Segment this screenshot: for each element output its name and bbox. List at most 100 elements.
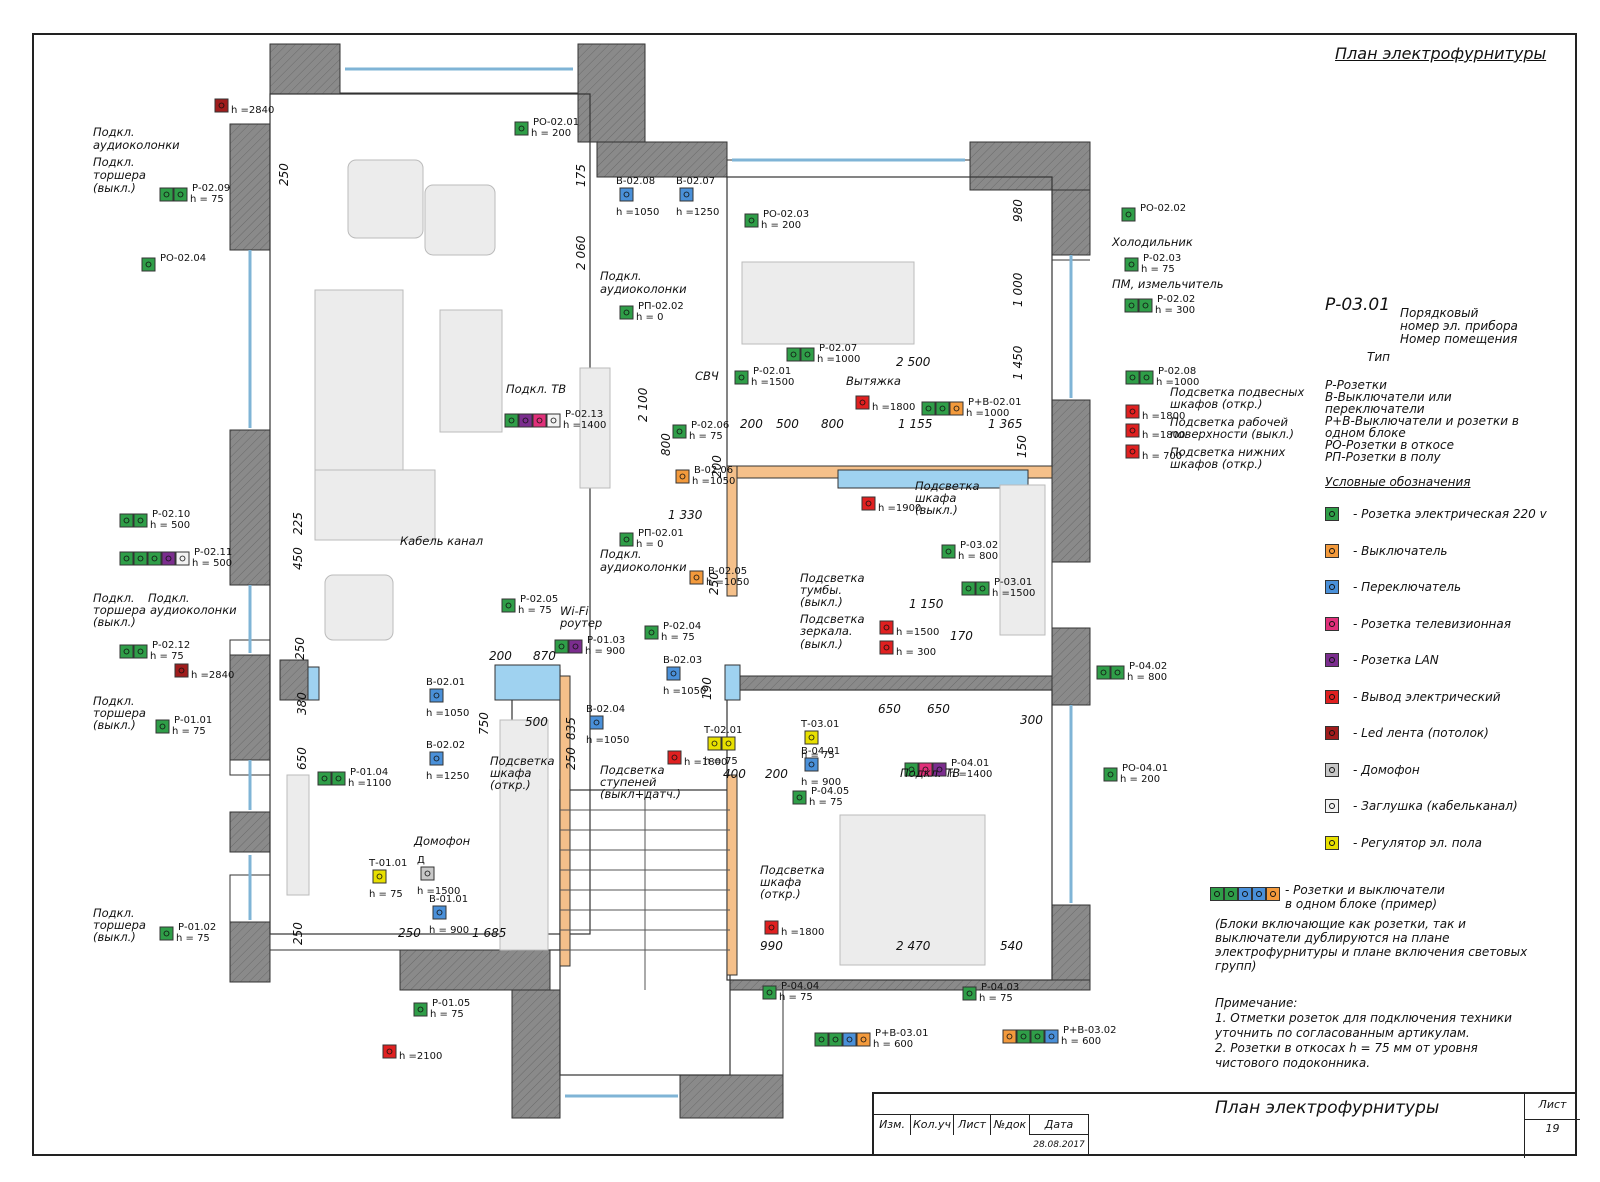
- device-height: h = 900: [429, 925, 469, 936]
- dimension-label: 870: [533, 649, 556, 663]
- device-symbol-icon: [1034, 1033, 1041, 1040]
- device-height: h =1800: [684, 757, 727, 768]
- device-swatch-icon: [800, 347, 815, 362]
- device-height: h = 75: [979, 993, 1013, 1004]
- device-symbol-icon: [178, 667, 185, 674]
- dimension-label: 650: [878, 702, 901, 716]
- device-symbol-icon: [796, 794, 803, 801]
- plan-note: Вытяжка: [846, 374, 901, 388]
- device-symbol-icon: [123, 648, 130, 655]
- plan-note: аудиоколонки: [93, 138, 180, 152]
- device-height: h =1400: [949, 769, 992, 780]
- device-swatch-icon: [855, 395, 870, 410]
- device-height: h =1800: [1142, 411, 1185, 422]
- device-swatch-icon: [161, 551, 176, 566]
- device-symbol-icon: [808, 734, 815, 741]
- dimension-label: 250: [293, 637, 307, 660]
- device-symbol-icon: [165, 555, 172, 562]
- device-code: В-01.01: [429, 894, 468, 905]
- device-symbol-icon: [748, 217, 755, 224]
- device-symbol-icon: [738, 374, 745, 381]
- stairs: [560, 790, 730, 990]
- device-symbol-icon: [1129, 374, 1136, 381]
- legend-item-label: - Заглушка (кабельканал): [1353, 799, 1518, 813]
- legend-swatch-icon: [1325, 653, 1339, 667]
- device-code: В-02.05: [708, 566, 747, 577]
- device-swatch-icon: [133, 551, 148, 566]
- device-swatch-icon: [828, 1032, 843, 1047]
- device-symbol-icon: [151, 555, 158, 562]
- device-swatch-icon: [1125, 444, 1140, 459]
- device-code: РО-04.01: [1122, 763, 1168, 774]
- device-code: Д: [417, 855, 425, 866]
- device-height: h = 900: [585, 646, 625, 657]
- device-swatch-icon: [904, 762, 919, 777]
- device-symbol-icon: [572, 643, 579, 650]
- device-symbol-icon: [939, 405, 946, 412]
- device-symbol-icon: [768, 924, 775, 931]
- device-symbol-icon: [979, 585, 986, 592]
- device-swatch-icon: [764, 920, 779, 935]
- device-symbol-icon: [335, 775, 342, 782]
- legend-swatch-icon: [1325, 799, 1339, 813]
- device-code: Т-03.01: [800, 719, 839, 730]
- sheet-number-cell: Лист 19: [1524, 1094, 1580, 1158]
- device-code: Р-01.04: [350, 767, 388, 778]
- legend-swatch-icon: [1325, 543, 1339, 558]
- device-symbol-icon: [676, 428, 683, 435]
- dimension-label: 250: [564, 747, 578, 770]
- legend-code-part: Номер помещения: [1400, 332, 1518, 346]
- device-height: h =1050: [663, 686, 706, 697]
- device-symbol-icon: [536, 417, 543, 424]
- device-swatch-icon: [1124, 257, 1139, 272]
- legend-swatch-icon: [1325, 580, 1339, 594]
- device-symbol-icon: [1129, 427, 1136, 434]
- plan-note: Подкл.: [93, 591, 135, 605]
- device-symbol-icon: [436, 909, 443, 916]
- device-swatch-icon: [792, 790, 807, 805]
- device-code: Р-02.10: [152, 509, 190, 520]
- dimension-label: 1 330: [668, 508, 703, 522]
- block-note-line: электрофурнитуры и плане включения свето…: [1215, 945, 1528, 959]
- device-height: h =2840: [191, 670, 234, 681]
- remark-line: 2. Розетки в откосах h = 75 мм от уровня: [1215, 1041, 1478, 1055]
- dimension-label: 1 155: [898, 417, 932, 431]
- device-symbol-icon: [505, 602, 512, 609]
- device-swatch-icon: [546, 413, 561, 428]
- device-height: h = 800: [1127, 672, 1167, 683]
- plan-note: (выкл.): [915, 503, 958, 517]
- device-height: h = 75: [176, 933, 210, 944]
- legend-item: - Розетка LAN: [1325, 653, 1439, 667]
- type-line: РО-Розетки в откосе: [1325, 438, 1454, 452]
- device-code: Р-01.02: [178, 922, 216, 933]
- furniture: [286, 159, 1046, 966]
- socket-icon: [1210, 887, 1224, 901]
- device-symbol-icon: [953, 405, 960, 412]
- legend-code-explain: Порядковый номер эл. прибора Номер помещ…: [1400, 307, 1518, 346]
- plan-note: ступеней: [600, 775, 657, 789]
- device-code: Р-04.04: [781, 981, 819, 992]
- legend-item-label: - Led лента (потолок): [1353, 726, 1489, 740]
- dimension-label: 300: [1020, 713, 1043, 727]
- device-symbol-icon: [163, 191, 170, 198]
- device-swatch-icon: [1103, 767, 1118, 782]
- dimension-label: 2 500: [896, 355, 931, 369]
- device-swatch-icon: [961, 581, 976, 596]
- device-swatch-icon: [429, 751, 444, 766]
- device-symbol-icon: [623, 309, 630, 316]
- device-symbol-icon: [433, 692, 440, 699]
- device-code: Р-02.01: [753, 366, 791, 377]
- plan-note: роутер: [559, 616, 602, 630]
- device-height: h =1050: [586, 735, 629, 746]
- device-symbol-icon: [376, 873, 383, 880]
- plan-note: шкафов (откр.): [1170, 397, 1262, 411]
- device-swatch-icon: [679, 187, 694, 202]
- device-swatch-icon: [935, 401, 950, 416]
- device-code: Р-02.05: [520, 594, 558, 605]
- device-swatch-icon: [133, 644, 148, 659]
- device-height: h = 75: [704, 756, 738, 767]
- device-swatch-icon: [432, 905, 447, 920]
- device-height: h =1500: [751, 377, 794, 388]
- device-swatch-icon: [721, 736, 736, 751]
- device-swatch-icon: [141, 257, 156, 272]
